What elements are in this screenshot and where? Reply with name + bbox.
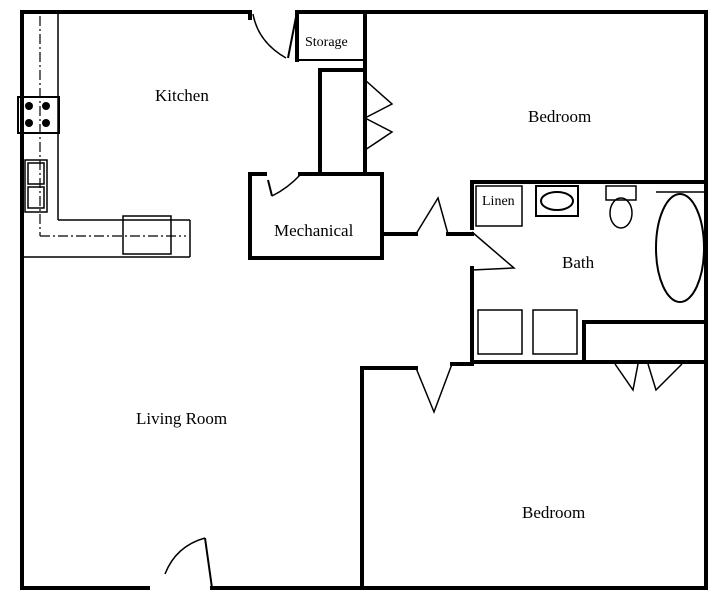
kitchen-closet (318, 68, 394, 174)
sink-basin (540, 191, 574, 211)
toilet-bowl (609, 197, 633, 229)
bathtub (655, 193, 705, 303)
stove (17, 96, 60, 134)
entry-door-bottom (164, 537, 213, 589)
bedroom-top-label: Bedroom (528, 107, 591, 126)
bath-door-swing (471, 231, 516, 271)
burner-icon (25, 102, 33, 110)
hall-walls (380, 180, 708, 236)
entry-door-top (248, 10, 298, 59)
dryer (532, 309, 578, 355)
storage-label: Storage (305, 35, 348, 50)
mechanical-label: Mechanical (274, 221, 354, 240)
washer (477, 309, 523, 355)
living-room-label: Living Room (136, 409, 227, 428)
linen-label: Linen (482, 194, 515, 209)
closet-door-right (647, 363, 683, 392)
linen-closet (475, 185, 523, 227)
bedroom-bottom-walls (360, 360, 708, 590)
closet-door-left (614, 363, 639, 392)
kitchen-label: Kitchen (155, 86, 209, 105)
bedroom-door-swing (415, 363, 453, 415)
kitchen-sink (24, 159, 48, 213)
bedroom-closet (582, 320, 708, 392)
bath-label: Bath (562, 253, 595, 272)
burner-icon (42, 119, 50, 127)
mechanical-room: Mechanical (248, 172, 384, 260)
dishwasher (122, 215, 172, 255)
toilet-tank (605, 185, 637, 201)
burner-icon (42, 102, 50, 110)
bifold-door (363, 79, 394, 151)
bedroom-bottom-label: Bedroom (522, 503, 585, 522)
sink (535, 185, 579, 217)
burner-icon (25, 119, 33, 127)
kitchen-counters (17, 12, 191, 258)
storage-closet: Storage (295, 10, 367, 174)
bath-room: Linen Bath (470, 185, 706, 364)
